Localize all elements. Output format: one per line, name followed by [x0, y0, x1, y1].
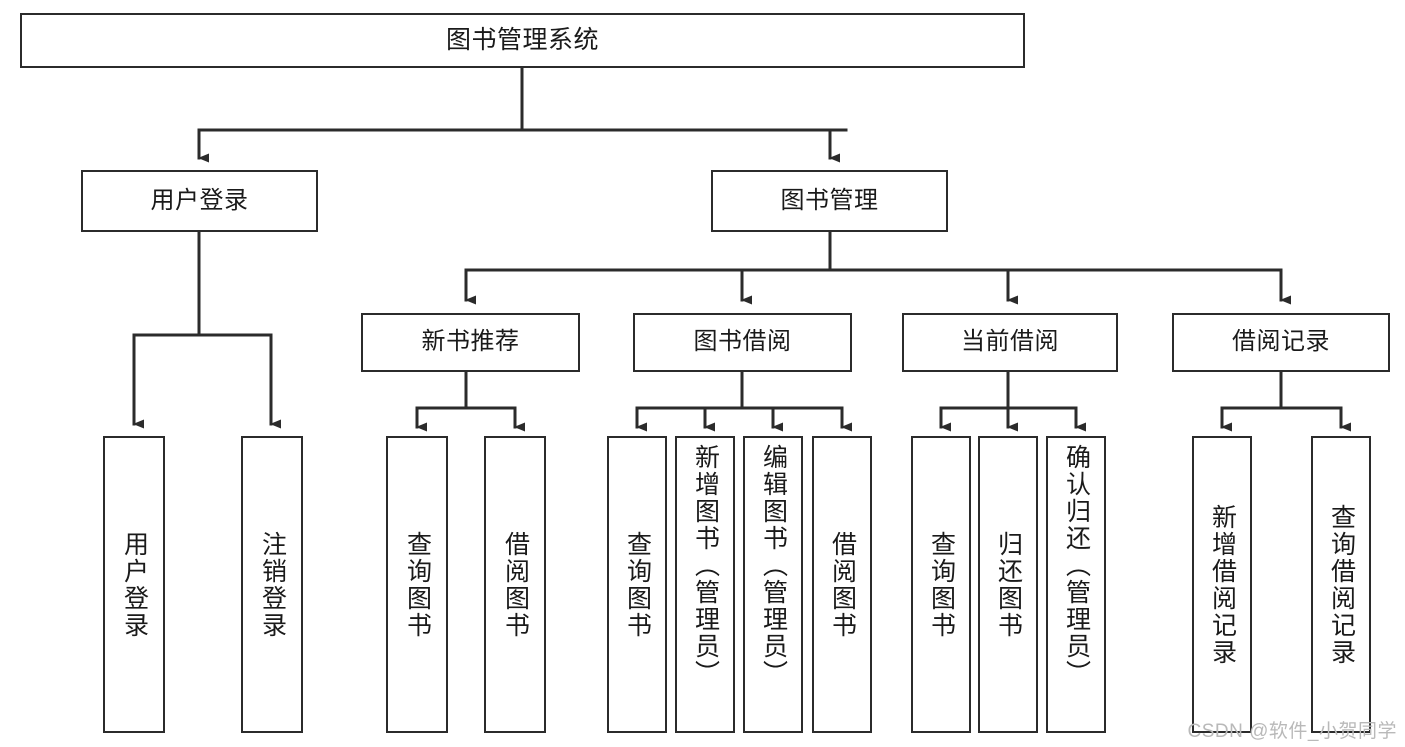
node-leaf-confirm-return[interactable]: 确认归还（管理员） [1046, 436, 1106, 733]
node-label: 查询图书 [403, 530, 432, 639]
node-label: 借阅记录 [1232, 328, 1330, 356]
node-label: 图书管理系统 [445, 25, 599, 54]
node-label: 编辑图书（管理员） [759, 444, 788, 687]
node-label: 确认归还（管理员） [1062, 444, 1091, 687]
node-label: 图书管理 [780, 186, 879, 214]
node-root-book-management-system[interactable]: 图书管理系统 [20, 13, 1025, 68]
node-leaf-query-book-1[interactable]: 查询图书 [386, 436, 448, 733]
node-leaf-borrow-book-1[interactable]: 借阅图书 [484, 436, 546, 733]
node-book-borrow[interactable]: 图书借阅 [633, 313, 852, 372]
node-label: 用户登录 [150, 186, 249, 214]
node-label: 查询图书 [927, 530, 956, 639]
node-label: 用户登录 [120, 530, 149, 639]
node-label: 借阅图书 [501, 530, 530, 639]
node-leaf-logout[interactable]: 注销登录 [241, 436, 303, 733]
node-label: 归还图书 [994, 530, 1023, 639]
node-label: 新增借阅记录 [1208, 503, 1237, 666]
csdn-watermark: CSDN @软件_小贺同学 [1187, 721, 1397, 742]
node-leaf-add-record[interactable]: 新增借阅记录 [1192, 436, 1252, 733]
node-label: 查询图书 [623, 530, 652, 639]
node-leaf-user-login[interactable]: 用户登录 [103, 436, 165, 733]
node-label: 图书借阅 [693, 328, 792, 356]
node-leaf-query-book-2[interactable]: 查询图书 [607, 436, 667, 733]
node-leaf-add-book[interactable]: 新增图书（管理员） [675, 436, 735, 733]
node-borrow-record[interactable]: 借阅记录 [1172, 313, 1390, 372]
node-leaf-edit-book[interactable]: 编辑图书（管理员） [743, 436, 803, 733]
node-new-book-recommend[interactable]: 新书推荐 [361, 313, 580, 372]
node-current-borrow[interactable]: 当前借阅 [902, 313, 1118, 372]
node-label: 查询借阅记录 [1327, 503, 1356, 666]
node-user-login[interactable]: 用户登录 [81, 170, 318, 232]
node-leaf-borrow-book-2[interactable]: 借阅图书 [812, 436, 872, 733]
node-label: 借阅图书 [828, 530, 857, 639]
node-label: 新增图书（管理员） [691, 444, 720, 687]
node-leaf-query-book-3[interactable]: 查询图书 [911, 436, 971, 733]
node-book-management[interactable]: 图书管理 [711, 170, 948, 232]
node-leaf-query-record[interactable]: 查询借阅记录 [1311, 436, 1371, 733]
node-label: 新书推荐 [421, 328, 520, 356]
node-label: 注销登录 [258, 530, 287, 639]
node-label: 当前借阅 [961, 328, 1059, 356]
node-leaf-return-book[interactable]: 归还图书 [978, 436, 1038, 733]
